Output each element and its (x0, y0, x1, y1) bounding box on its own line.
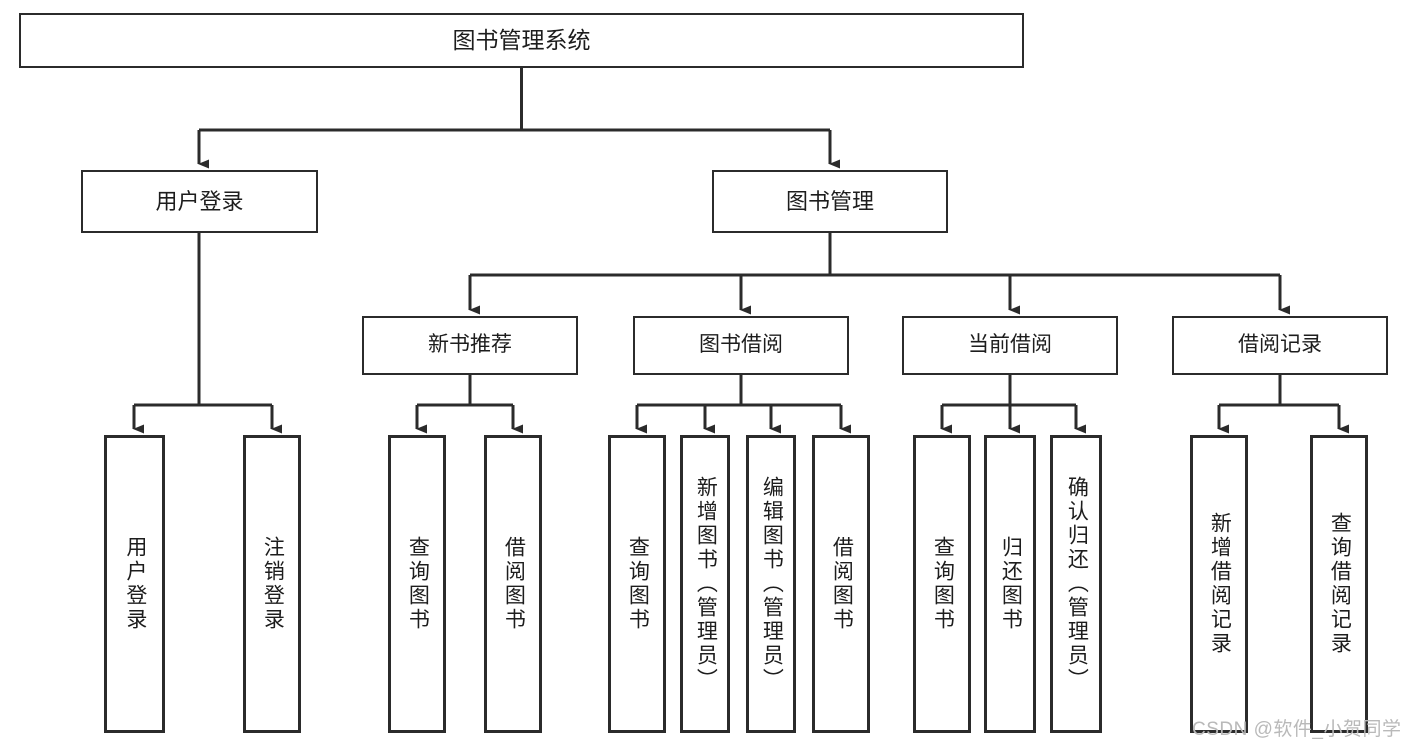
leaf-node-edit-book-admin[interactable]: 编辑图书（管理员） (746, 435, 796, 733)
leaf-node-borrow-book[interactable]: 借阅图书 (812, 435, 870, 733)
node-book-borrow[interactable]: 图书借阅 (633, 316, 849, 375)
leaf-node-user-logout[interactable]: 注销登录 (243, 435, 301, 733)
node-book-management-system[interactable]: 图书管理系统 (19, 13, 1024, 68)
node-label: 注销登录 (261, 536, 285, 632)
node-current-borrow[interactable]: 当前借阅 (902, 316, 1118, 375)
leaf-node-query-book-recommend[interactable]: 查询图书 (388, 435, 446, 733)
node-book-management[interactable]: 图书管理 (712, 170, 948, 233)
node-label: 借阅图书 (830, 536, 854, 632)
node-label: 当前借阅 (968, 333, 1052, 357)
node-label: 编辑图书（管理员） (760, 476, 784, 692)
node-label: 图书管理 (785, 188, 874, 214)
leaf-node-query-book-borrow[interactable]: 查询图书 (608, 435, 666, 733)
node-label: 新书推荐 (428, 333, 512, 357)
node-label: 图书借阅 (699, 333, 783, 357)
node-label: 新增图书（管理员） (694, 476, 718, 692)
node-label: 查询图书 (406, 536, 430, 632)
node-user-login[interactable]: 用户登录 (81, 170, 318, 233)
node-label: 图书管理系统 (452, 26, 591, 53)
node-label: 查询图书 (931, 536, 955, 632)
node-label: 用户登录 (155, 188, 244, 214)
node-label: 确认归还（管理员） (1065, 476, 1089, 692)
leaf-node-return-book[interactable]: 归还图书 (984, 435, 1036, 733)
node-label: 查询借阅记录 (1328, 512, 1352, 656)
node-label: 用户登录 (123, 536, 147, 632)
node-label: 新增借阅记录 (1208, 512, 1232, 656)
node-label: 归还图书 (999, 536, 1023, 632)
leaf-node-user-login[interactable]: 用户登录 (104, 435, 165, 733)
node-borrow-record[interactable]: 借阅记录 (1172, 316, 1388, 375)
leaf-node-query-book-current[interactable]: 查询图书 (913, 435, 971, 733)
leaf-node-confirm-return-admin[interactable]: 确认归还（管理员） (1050, 435, 1102, 733)
leaf-node-add-borrow-record[interactable]: 新增借阅记录 (1190, 435, 1248, 733)
leaf-node-query-borrow-record[interactable]: 查询借阅记录 (1310, 435, 1368, 733)
node-label: 借阅图书 (502, 536, 526, 632)
csdn-watermark: CSDN @软件_小贺同学 (1192, 719, 1402, 740)
node-label: 查询图书 (626, 536, 650, 632)
node-new-book-recommend[interactable]: 新书推荐 (362, 316, 578, 375)
node-label: 借阅记录 (1238, 333, 1322, 357)
leaf-node-add-book-admin[interactable]: 新增图书（管理员） (680, 435, 730, 733)
leaf-node-borrow-book-recommend[interactable]: 借阅图书 (484, 435, 542, 733)
